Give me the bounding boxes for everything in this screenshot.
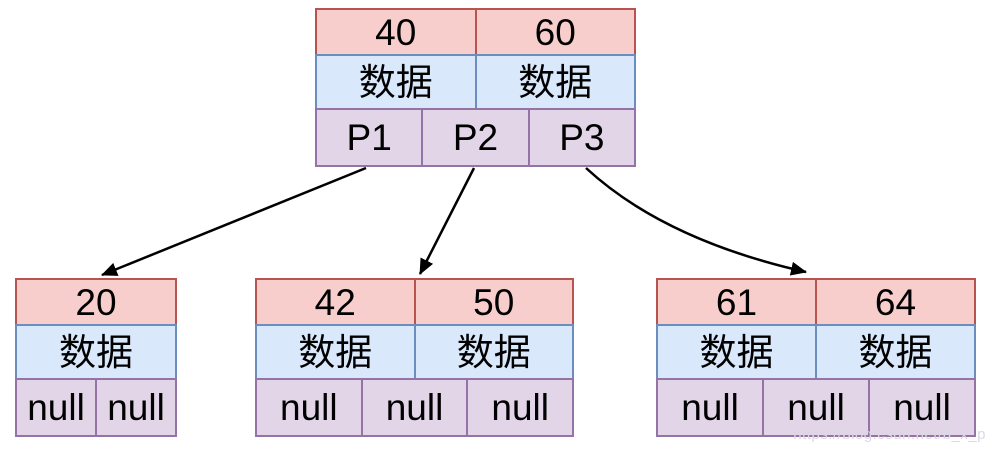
key-cell: 42 <box>314 281 356 323</box>
data-cell: 数据 <box>298 331 373 373</box>
key-row: 42 50 <box>255 278 574 326</box>
arrow-p2-to-child-middle <box>418 167 476 275</box>
pointer-cell-p1: P1 <box>346 117 392 158</box>
key-cell: 20 <box>75 281 117 323</box>
key-row: 40 60 <box>315 8 636 56</box>
data-row: 数据 数据 <box>656 324 976 380</box>
arrow-p1-to-child-left <box>101 166 367 277</box>
data-cell: 数据 <box>474 56 635 108</box>
data-cell: 数据 <box>413 326 573 378</box>
pointer-row: P1 P2 P3 <box>315 108 636 167</box>
null-pointer-cell: null <box>466 380 572 435</box>
key-cell: 60 <box>474 10 635 54</box>
pointer-row: null null <box>15 378 177 437</box>
data-row: 数据 <box>15 324 177 380</box>
data-cell: 数据 <box>59 331 133 373</box>
key-row: 61 64 <box>656 278 976 326</box>
null-pointer-cell: null <box>762 380 868 435</box>
btree-node-child-middle: 42 50 数据 数据 null null null <box>255 278 574 437</box>
data-row: 数据 数据 <box>255 324 574 380</box>
key-cell: 64 <box>815 280 974 324</box>
data-cell: 数据 <box>358 61 433 103</box>
watermark-url: https://blog.csdn.net/b_x_p <box>793 426 986 443</box>
btree-node-root: 40 60 数据 数据 P1 P2 P3 <box>315 8 636 167</box>
null-pointer-cell: null <box>95 380 175 435</box>
btree-node-child-right: 61 64 数据 数据 null null null <box>656 278 976 437</box>
key-cell: 40 <box>375 11 417 53</box>
null-pointer-cell: null <box>27 387 85 428</box>
null-pointer-cell: null <box>681 387 739 428</box>
null-pointer-cell: null <box>360 380 467 435</box>
data-cell: 数据 <box>699 331 774 373</box>
btree-node-child-left: 20 数据 null null <box>15 278 177 437</box>
pointer-cell-p2: P2 <box>421 110 527 165</box>
arrow-p3-to-child-right <box>585 167 807 276</box>
key-cell: 61 <box>715 281 758 323</box>
null-pointer-cell: null <box>280 387 338 428</box>
data-row: 数据 数据 <box>315 54 636 110</box>
pointer-cell-p3: P3 <box>527 110 634 165</box>
pointer-row: null null null <box>255 378 574 437</box>
pointer-row: null null null <box>656 378 976 437</box>
null-pointer-cell: null <box>868 380 974 435</box>
key-cell: 50 <box>413 280 573 324</box>
key-row: 20 <box>15 278 177 326</box>
data-cell: 数据 <box>815 326 974 378</box>
